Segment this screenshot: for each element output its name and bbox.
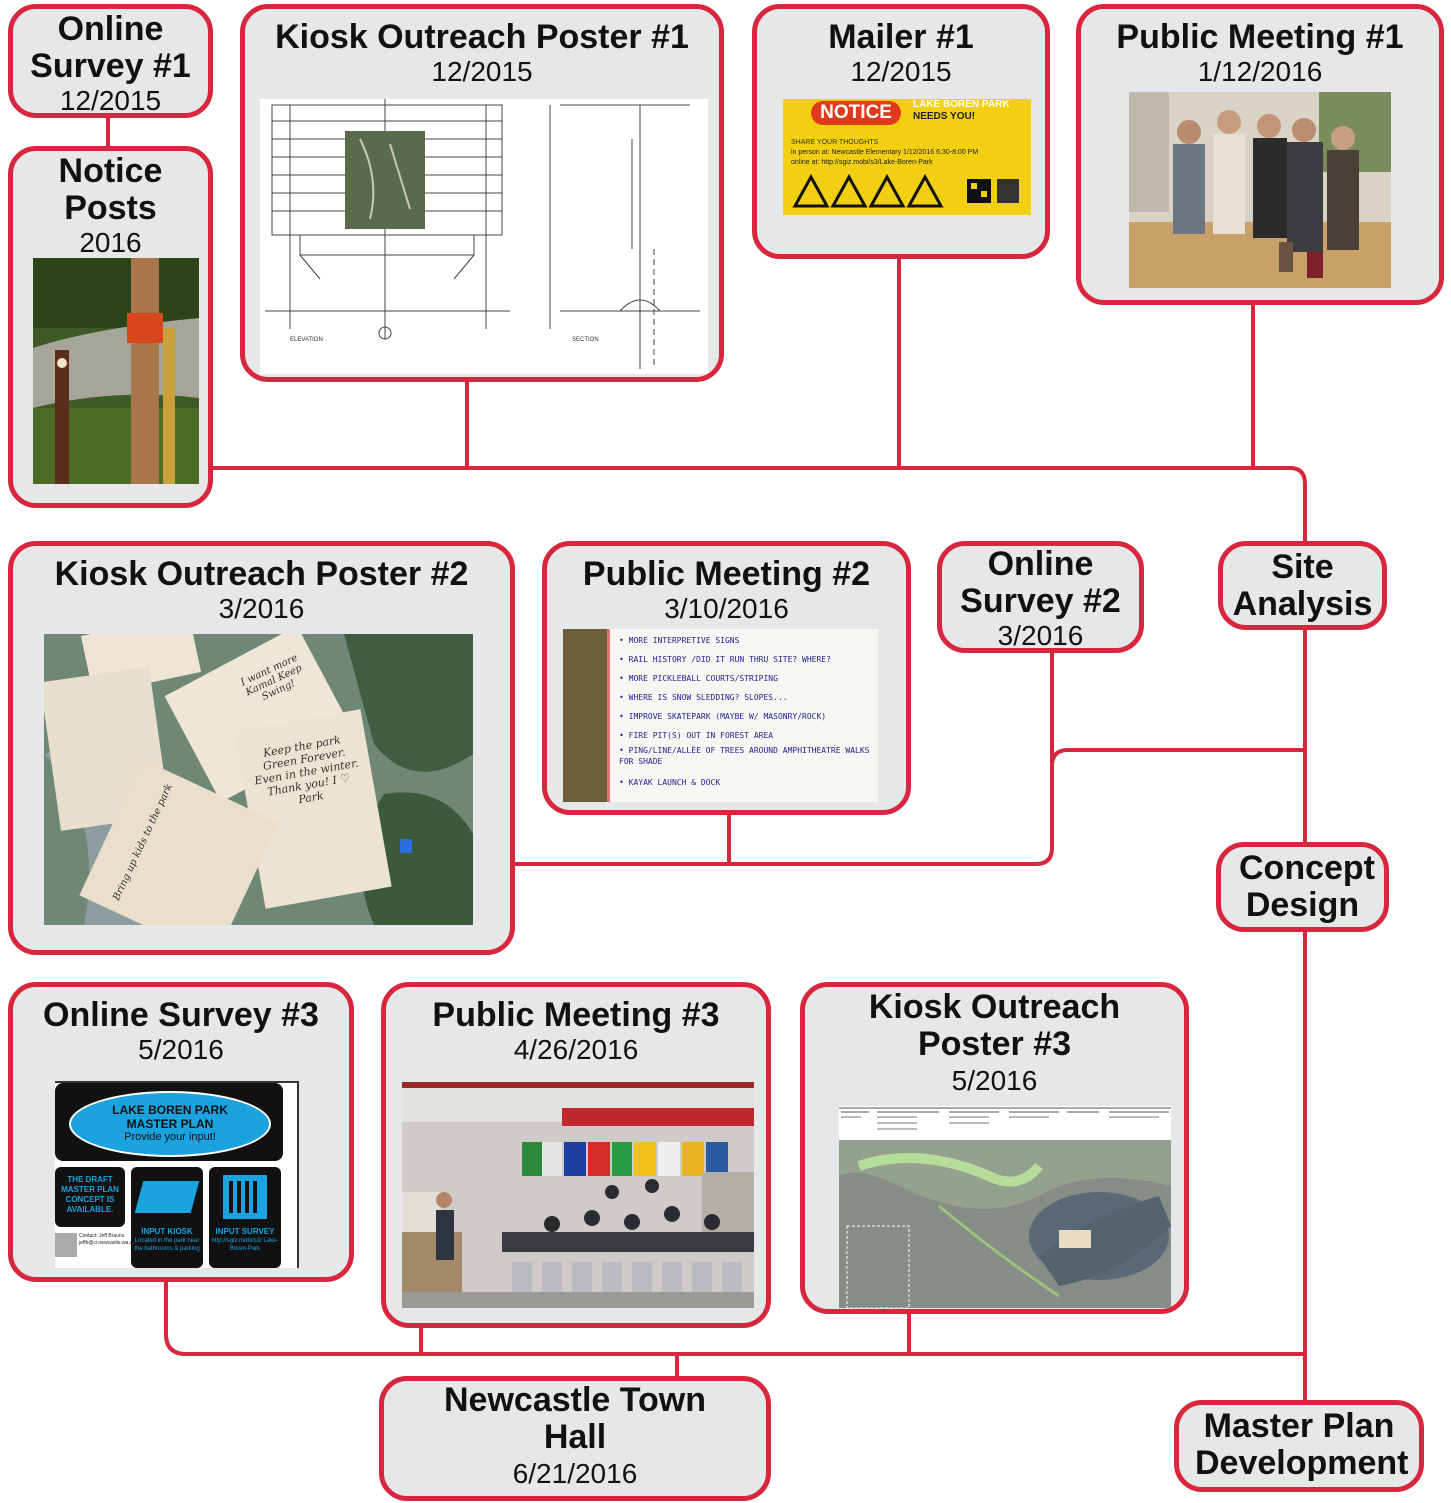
node-date: 12/2015 xyxy=(59,85,162,116)
node-title: Newcastle Town Hall xyxy=(444,1381,706,1456)
node-title: Mailer #1 xyxy=(828,18,974,56)
flyer-header-2: MASTER PLAN xyxy=(126,1117,214,1131)
note-line: • KAYAK LAUNCH & DOCK xyxy=(619,778,721,787)
node-master-plan: Master Plan Development xyxy=(1174,1400,1424,1492)
node-title: Notice Posts xyxy=(58,152,163,227)
flyer-draft-text: THE DRAFT MASTER PLAN CONCEPT IS AVAILAB… xyxy=(61,1175,119,1214)
flyer-survey-sub: http://sgiz.mobi/s3/ Lake-Boren-Park xyxy=(211,1238,279,1252)
mailer-notice-badge: NOTICE xyxy=(811,101,901,125)
flyer-header-oval: LAKE BOREN PARK MASTER PLAN Provide your… xyxy=(69,1091,271,1157)
note-line: • WHERE IS SNOW SLEDDING? SLOPES... xyxy=(619,693,788,702)
meeting-1-photo xyxy=(1129,92,1391,288)
notes-list: • MORE INTERPRETIVE SIGNS • RAIL HISTORY… xyxy=(619,631,874,792)
node-online-survey-3: Online Survey #3 5/2016 LAKE BOREN PARK … xyxy=(8,982,354,1282)
flyer-header-1: LAKE BOREN PARK xyxy=(112,1103,228,1117)
node-public-meeting-1: Public Meeting #1 1/12/2016 xyxy=(1076,4,1444,305)
node-date: 2016 xyxy=(79,227,142,258)
mailer-headline-1: LAKE BOREN PARK xyxy=(913,99,1010,110)
note-line: • MORE INTERPRETIVE SIGNS xyxy=(619,636,740,645)
mailer-share: SHARE YOUR THOUGHTS xyxy=(791,139,879,146)
node-title: Concept Design xyxy=(1239,849,1375,924)
kiosk-plan-drawing: ELEVATION SECTION xyxy=(260,99,708,374)
notes-photo-margin xyxy=(607,629,610,802)
node-date: 3/2016 xyxy=(997,620,1084,651)
node-title: Public Meeting #2 xyxy=(582,555,871,593)
node-title: Site Analysis xyxy=(1232,548,1373,623)
qr-code-icon xyxy=(223,1175,267,1219)
node-town-hall: Newcastle Town Hall 6/21/2016 xyxy=(379,1376,771,1501)
flyer-draft-box: THE DRAFT MASTER PLAN CONCEPT IS AVAILAB… xyxy=(55,1167,125,1227)
node-title: Online Survey #1 xyxy=(30,10,191,85)
contact-photo xyxy=(55,1233,77,1257)
flyer-contact: Contact: Jeff Brauns jeffb@ci.newcastle.… xyxy=(79,1233,136,1246)
flyer-header-bar: LAKE BOREN PARK MASTER PLAN Provide your… xyxy=(55,1083,283,1161)
section-label: SECTION xyxy=(572,337,599,343)
node-date: 4/26/2016 xyxy=(513,1034,639,1065)
node-kiosk-poster-3: Kiosk Outreach Poster #3 5/2016 xyxy=(800,982,1189,1314)
flyer-survey-title: INPUT SURVEY xyxy=(215,1227,275,1236)
flyer-survey-box: INPUT SURVEY http://sgiz.mobi/s3/ Lake-B… xyxy=(209,1167,281,1268)
node-title: Online Survey #3 xyxy=(43,996,319,1034)
flyer-kiosk-sub: Located in the park near the bathrooms &… xyxy=(134,1238,200,1252)
node-public-meeting-3: Public Meeting #3 4/26/2016 xyxy=(381,982,771,1328)
meeting-3-photo xyxy=(402,1082,754,1308)
node-date: 5/2016 xyxy=(951,1065,1038,1096)
node-title: Kiosk Outreach Poster #3 xyxy=(868,988,1121,1063)
survey-3-flyer: LAKE BOREN PARK MASTER PLAN Provide your… xyxy=(55,1081,299,1268)
node-date: 3/2016 xyxy=(218,593,305,624)
kiosk-sign-icon xyxy=(134,1181,200,1213)
node-notice-posts: Notice Posts 2016 xyxy=(8,146,213,508)
node-title: Public Meeting #1 xyxy=(1116,18,1404,56)
node-date: 3/10/2016 xyxy=(664,593,789,624)
node-title: Master Plan Development xyxy=(1195,1407,1409,1482)
kiosk-2-photo: Keep the park Green Forever. Even in the… xyxy=(44,634,473,925)
connector-phase2-branch xyxy=(1050,748,1305,770)
node-kiosk-poster-2: Kiosk Outreach Poster #2 3/2016 Keep the… xyxy=(8,541,515,955)
node-online-survey-2: Online Survey #2 3/2016 xyxy=(937,541,1144,653)
note-line: • IMPROVE SKATEPARK (MAYBE W/ MASONRY/RO… xyxy=(619,712,827,721)
node-date: 12/2015 xyxy=(850,56,952,87)
flyer-kiosk-title: INPUT KIOSK xyxy=(141,1227,193,1236)
flyer-kiosk-box: INPUT KIOSK Located in the park near the… xyxy=(131,1167,203,1268)
node-title: Kiosk Outreach Poster #1 xyxy=(275,18,689,56)
node-date: 12/2015 xyxy=(431,56,533,87)
flyer-header-3: Provide your input! xyxy=(124,1131,216,1143)
note-line: • PING/LINE/ALLÉE OF TREES AROUND AMPHIT… xyxy=(619,746,870,766)
node-title: Kiosk Outreach Poster #2 xyxy=(54,555,469,593)
mailer-image: NOTICE LAKE BOREN PARK NEEDS YOU! SHARE … xyxy=(783,99,1031,215)
mailer-headline-2: NEEDS YOU! xyxy=(913,111,976,122)
mailer-event: in person at: Newcastle Elementary 1/12/… xyxy=(791,149,979,156)
node-date: 6/21/2016 xyxy=(512,1458,638,1489)
qr-code-inner xyxy=(229,1181,261,1213)
node-concept-design: Concept Design xyxy=(1216,842,1389,932)
node-title: Online Survey #2 xyxy=(960,545,1121,620)
connector-phase1-main xyxy=(210,466,1307,543)
elevation-label: ELEVATION xyxy=(290,337,323,343)
note-line: • MORE PICKLEBALL COURTS/STRIPING xyxy=(619,674,778,683)
node-title: Public Meeting #3 xyxy=(432,996,720,1034)
node-date: 5/2016 xyxy=(138,1034,224,1065)
node-public-meeting-2: Public Meeting #2 3/10/2016 • MORE INTER… xyxy=(542,541,911,815)
node-online-survey-1: Online Survey #1 12/2015 xyxy=(8,4,213,118)
kiosk-3-map xyxy=(839,1106,1171,1308)
node-date: 1/12/2016 xyxy=(1197,56,1323,87)
connector-phase3-main xyxy=(164,1280,1305,1356)
meeting-2-notes-photo: • MORE INTERPRETIVE SIGNS • RAIL HISTORY… xyxy=(563,629,878,802)
notes-photo-edge xyxy=(563,629,609,802)
note-line: • RAIL HISTORY /DID IT RUN THRU SITE? WH… xyxy=(619,655,831,664)
node-kiosk-poster-1: Kiosk Outreach Poster #1 12/2015 xyxy=(240,4,724,382)
note-line: • FIRE PIT(S) OUT IN FOREST AREA xyxy=(619,731,774,740)
node-site-analysis: Site Analysis xyxy=(1218,541,1387,630)
notice-post-photo xyxy=(33,258,199,484)
node-mailer-1: Mailer #1 12/2015 NOTICE LAKE BOREN PARK… xyxy=(752,4,1050,259)
connector-phase2-main xyxy=(514,652,1054,866)
mailer-online: online at: http://sgiz.mobi/s3/Lake-Bore… xyxy=(791,159,933,166)
